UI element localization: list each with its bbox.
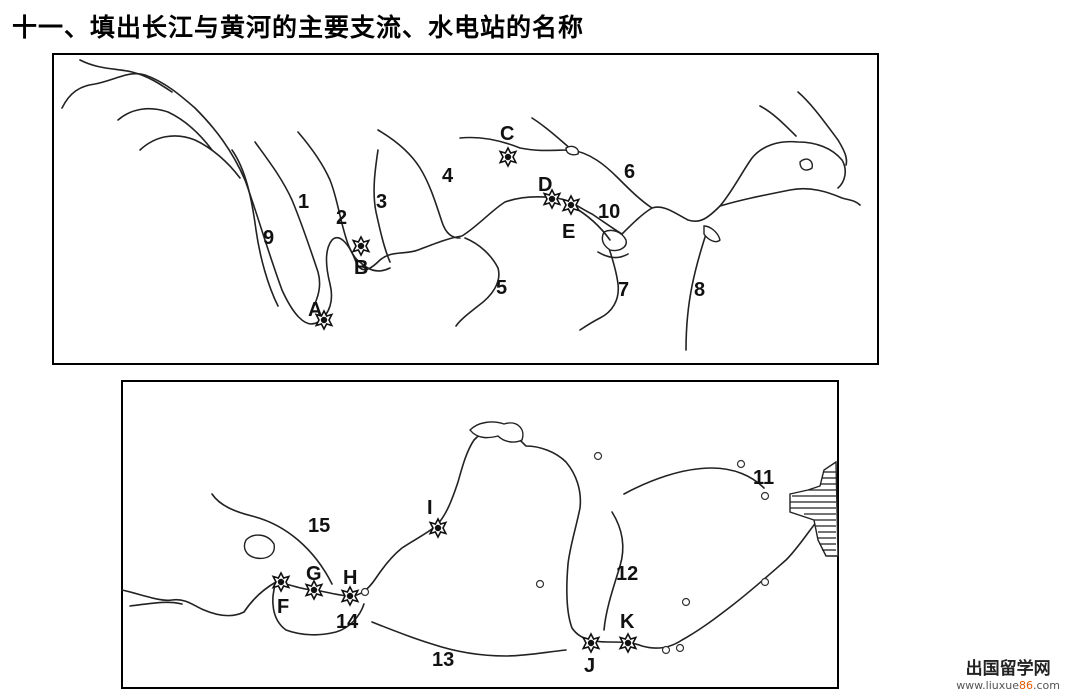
page-title: 十一、填出长江与黄河的主要支流、水电站的名称: [12, 13, 585, 42]
station-d-label: D: [538, 174, 552, 196]
tributary-5: [455, 237, 500, 327]
label-14: 14: [336, 611, 359, 633]
poyang-lake: [703, 225, 721, 243]
tributary-2: [297, 131, 361, 263]
yangtze-source-3: [139, 135, 241, 179]
station-b-label: B: [354, 257, 368, 279]
watermark-url-prefix: www.liuxue: [956, 679, 1019, 692]
watermark: 出国留学网 www.liuxue86.com: [956, 654, 1060, 692]
hydro-station-icon: [272, 572, 290, 592]
station-k-label: K: [620, 611, 635, 633]
watermark-url-num: 86: [1019, 679, 1033, 692]
hydro-station-icon: [352, 236, 370, 256]
station-i-label: I: [427, 497, 433, 519]
watermark-url-suffix: .com: [1033, 679, 1060, 692]
label-6: 6: [624, 161, 635, 183]
tributary-7: [579, 231, 620, 331]
label-1: 1: [298, 191, 309, 213]
tributary-15: [211, 493, 333, 585]
yangtze-map-frame: [52, 53, 879, 365]
hydro-station-icon: [562, 195, 580, 215]
qinghai-lake: [243, 534, 275, 560]
label-10: 10: [598, 201, 620, 223]
station-g-label: G: [306, 563, 322, 585]
coastal-island: [799, 158, 814, 171]
tributary-3: [373, 149, 391, 263]
tributary-6-source: [531, 117, 573, 151]
label-8: 8: [694, 279, 705, 301]
bohai-sea: [789, 460, 839, 557]
hydro-station-icon: [341, 586, 359, 606]
station-e-label: E: [562, 221, 575, 243]
label-13: 13: [432, 649, 454, 671]
label-9: 9: [263, 227, 274, 249]
tributary-4: [377, 129, 461, 239]
label-11: 11: [753, 467, 774, 489]
tributary-1: [254, 141, 321, 311]
yangtze-mouth: [719, 187, 861, 207]
yellow-river-map: 11 12 13 14 15 F G H I J K: [121, 380, 839, 689]
station-j-label: J: [584, 655, 595, 677]
yangtze-source-2: [117, 107, 213, 151]
label-7: 7: [618, 279, 629, 301]
city-dots: [360, 451, 770, 655]
tributary-14: [272, 581, 365, 636]
hydro-station-icon: [619, 633, 637, 653]
tributary-3-join: [359, 261, 391, 272]
label-15: 15: [308, 515, 330, 537]
watermark-url: www.liuxue86.com: [956, 679, 1060, 692]
tributary-12: [603, 511, 624, 631]
dongting-outflow: [597, 251, 629, 259]
label-2: 2: [336, 207, 347, 229]
yangtze-source-1: [79, 59, 173, 93]
hydro-station-icon: [582, 633, 600, 653]
han-reservoir: [565, 145, 579, 156]
watermark-text: 出国留学网: [965, 659, 1051, 679]
dongting-lake: [601, 229, 627, 252]
label-5: 5: [496, 277, 507, 299]
tributary-13: [371, 621, 567, 657]
station-h-label: H: [343, 567, 357, 589]
tributary-9: [231, 149, 279, 307]
station-f-label: F: [277, 596, 289, 618]
hydro-station-icon: [499, 147, 517, 167]
yellow-river-loop-lake: [469, 421, 524, 443]
station-c-label: C: [500, 123, 514, 145]
yangtze-north-branch-2: [759, 105, 797, 137]
tributary-8: [685, 227, 709, 351]
yellow-source: [129, 601, 183, 607]
yellow-river-mainstream: [121, 426, 837, 649]
tributary-11: [623, 467, 765, 495]
hydro-station-icon: [429, 518, 447, 538]
yangtze-mainstream: [61, 72, 847, 325]
station-a-label: A: [308, 299, 322, 321]
label-4: 4: [442, 165, 454, 187]
yangtze-map: 1 2 3 4 5 6 7 8 9 10 A B C D E: [52, 53, 879, 365]
label-3: 3: [376, 191, 387, 213]
yangtze-north-branch: [797, 91, 848, 166]
label-12: 12: [616, 563, 638, 585]
